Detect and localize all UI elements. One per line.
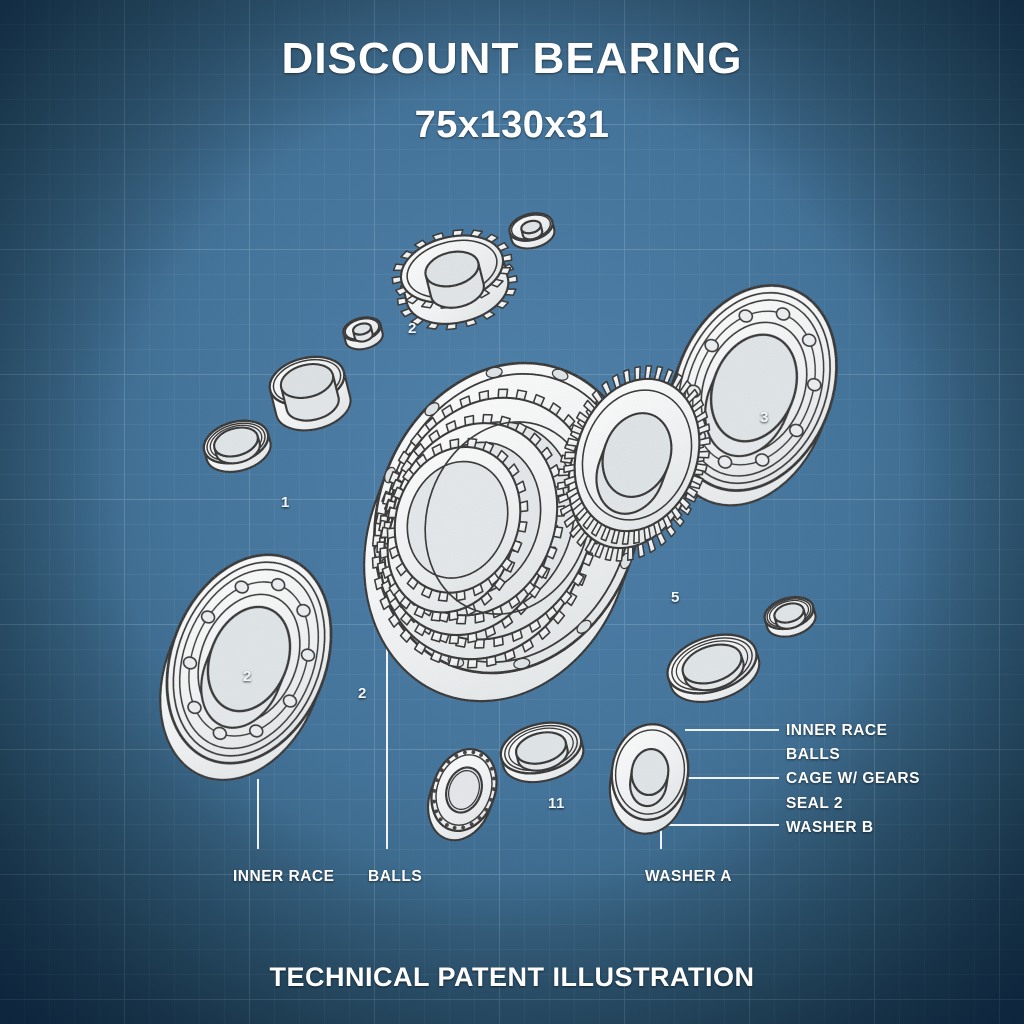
part-oring-right-large (666, 633, 761, 703)
page-footer: TECHNICAL PATENT ILLUSTRATION (269, 962, 755, 992)
part-label: BALLS (368, 868, 423, 885)
part-washer-small-top (508, 212, 556, 250)
part-sleeve-left (268, 355, 352, 432)
page-subtitle: 75x130x31 (414, 104, 610, 146)
callout-number: 5 (671, 589, 680, 606)
part-gear-top (391, 229, 518, 331)
callout-number: 2 (358, 685, 367, 702)
part-bearing-left-big (159, 553, 333, 781)
callout-number: 3 (760, 409, 769, 426)
part-washer-a (608, 723, 690, 835)
callout-number: 2 (243, 668, 252, 685)
part-label: BALLS (786, 746, 841, 763)
part-label: WASHER A (645, 868, 732, 885)
part-bearing-right-big (664, 284, 838, 507)
part-label: CAGE W/ GEARS (786, 770, 920, 787)
callout-number: 11 (548, 795, 565, 812)
part-label: WASHER B (786, 819, 874, 836)
part-label: SEAL 2 (786, 795, 843, 812)
part-washer-perf (427, 747, 498, 842)
part-washer-tiny-left (342, 316, 384, 351)
part-label: INNER RACE (786, 722, 888, 739)
part-gear-right-mid (557, 365, 711, 562)
part-washer-mid (499, 721, 585, 784)
part-seal-left-small (202, 419, 272, 473)
part-oring-right-small (763, 595, 817, 638)
callout-number: 2 (408, 320, 417, 337)
callout-number: 1 (281, 494, 290, 511)
page-title: DISCOUNT BEARING (281, 34, 743, 83)
part-label: INNER RACE (233, 868, 335, 885)
